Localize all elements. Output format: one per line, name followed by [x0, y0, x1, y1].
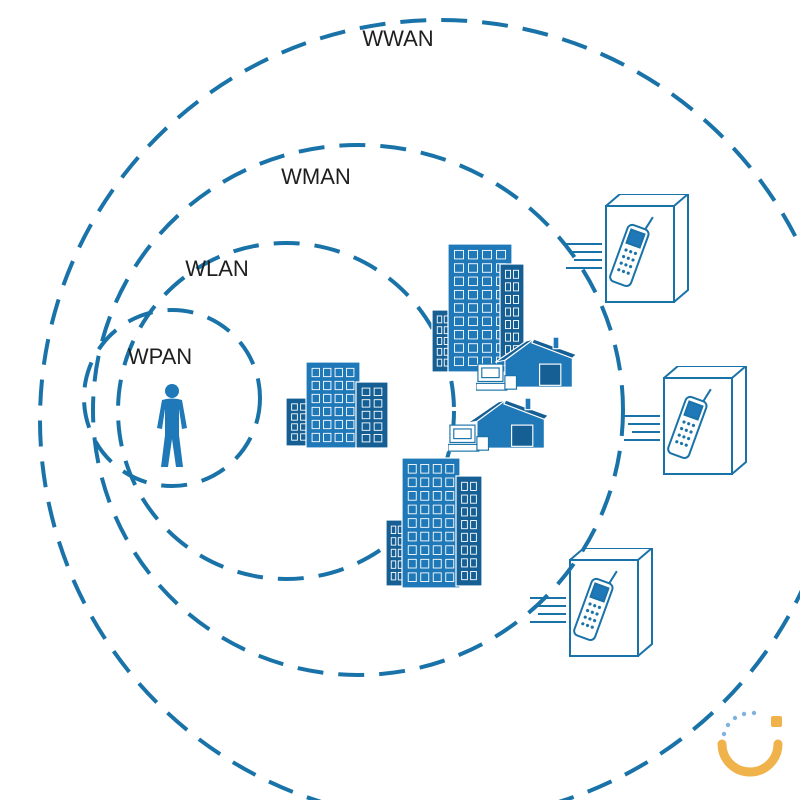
coverage-rings: [38, 18, 800, 800]
ring-label-wman: WMAN: [281, 164, 351, 189]
buildings-group: [285, 243, 525, 589]
mobile-phone-in-motion-icon: [566, 194, 689, 303]
ring-label-wwan: WWAN: [362, 26, 433, 51]
mobile-phone-in-motion-icon: [624, 366, 747, 475]
person-icon: [157, 384, 187, 467]
office-building-icon: [385, 457, 483, 589]
ring-wlan: [116, 241, 456, 581]
office-building-icon: [431, 243, 525, 373]
loading-spinner-logo: [717, 710, 783, 777]
office-building-icon: [285, 361, 389, 449]
mobile-phone-in-motion-icon: [530, 548, 653, 657]
ring-wpan: [82, 308, 262, 488]
ring-label-wlan: WLAN: [185, 256, 249, 281]
ring-wman: [91, 143, 625, 677]
house-with-computer-icon: [448, 397, 549, 452]
ring-label-wpan: WPAN: [128, 344, 192, 369]
